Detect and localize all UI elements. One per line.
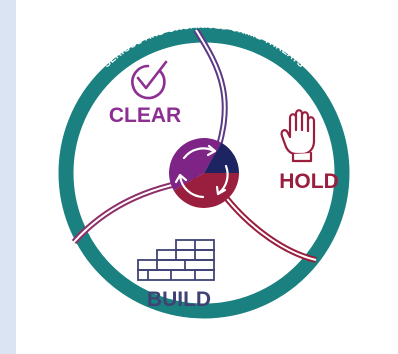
raised-hand-icon	[280, 109, 316, 163]
hold-label: HOLD	[279, 170, 339, 193]
brick-wall-icon	[137, 239, 215, 281]
build-label: BUILD	[147, 288, 211, 311]
cycle-arrow-icon	[174, 144, 229, 199]
clear-label: CLEAR	[109, 104, 181, 127]
hold-segment: HOLD	[279, 109, 339, 193]
hub-sector-magenta	[173, 173, 239, 208]
checkmark-circle-icon	[131, 60, 168, 100]
hub-sector-navy	[204, 142, 239, 173]
build-segment: BUILD	[137, 239, 215, 311]
left-border-strip	[0, 0, 16, 354]
center-cycle-hub	[169, 138, 239, 208]
clear-segment: CLEAR	[109, 60, 181, 127]
